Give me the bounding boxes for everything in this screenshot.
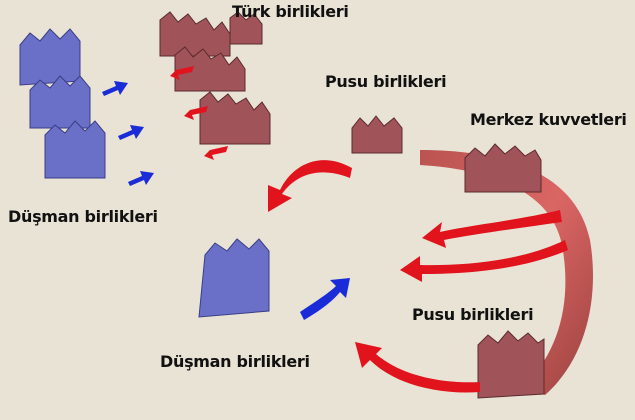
ambush-bottom-arrow xyxy=(355,342,480,393)
label-ambush-top: Pusu birlikleri xyxy=(325,72,447,91)
turkish-units xyxy=(159,11,271,145)
label-enemy-top: Düşman birlikleri xyxy=(8,207,158,226)
enemy-units-top xyxy=(19,28,106,179)
turkish-retreat-arrows xyxy=(170,66,228,160)
label-center-forces: Merkez kuvvetleri xyxy=(470,110,627,129)
label-turkish-units: Türk birlikleri xyxy=(232,2,349,21)
label-ambush-bottom: Pusu birlikleri xyxy=(412,305,534,324)
enemy-units-bottom xyxy=(198,238,270,318)
center-arrow-upper xyxy=(422,210,562,248)
enemy-advance-arrow-bottom xyxy=(300,278,350,320)
center-arrow-lower xyxy=(400,240,568,282)
label-enemy-bottom: Düşman birlikleri xyxy=(160,352,310,371)
flank-sweep-band xyxy=(420,150,593,395)
ambush-units-bottom xyxy=(477,330,545,399)
ambush-units-top xyxy=(351,115,403,154)
ambush-top-arrow xyxy=(268,160,352,212)
enemy-advance-arrows-top xyxy=(102,81,154,186)
center-forces xyxy=(464,143,542,193)
